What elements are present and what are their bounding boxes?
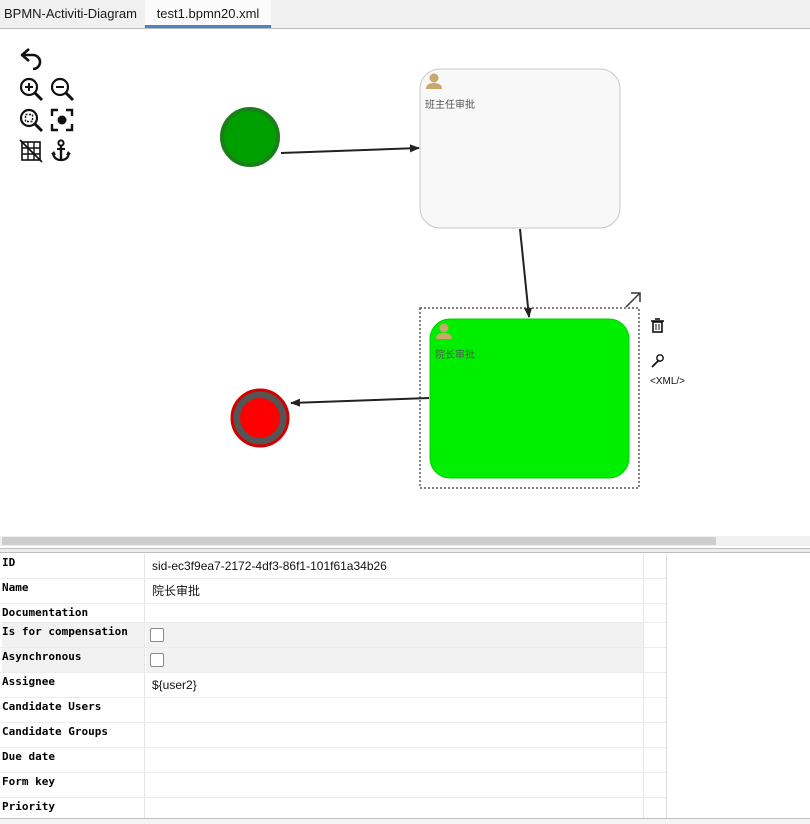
- property-key-candidate-users: Candidate Users: [2, 698, 145, 722]
- scrollbar-thumb[interactable]: [2, 537, 716, 545]
- property-row: Documentation: [0, 604, 666, 623]
- sequence-flow-start-to-task1[interactable]: [280, 144, 420, 154]
- property-key-priority: Priority: [2, 798, 145, 820]
- tab-xml-file[interactable]: test1.bpmn20.xml: [145, 0, 271, 28]
- resize-icon[interactable]: [625, 292, 641, 308]
- user-task-2-label: 院长审批: [435, 348, 475, 361]
- property-value-due-date[interactable]: [146, 748, 644, 772]
- wrench-icon[interactable]: [651, 354, 664, 368]
- panel-splitter[interactable]: [0, 548, 810, 553]
- property-row: Priority: [0, 798, 666, 820]
- undo-icon[interactable]: [18, 45, 44, 71]
- bottom-border: [0, 818, 810, 824]
- tab-bpmn-diagram[interactable]: BPMN-Activiti-Diagram: [4, 6, 137, 21]
- asynchronous-checkbox[interactable]: [150, 653, 164, 667]
- end-event-inner: [240, 398, 280, 438]
- property-key-documentation: Documentation: [2, 604, 145, 622]
- property-row: Candidate Groups: [0, 723, 666, 748]
- tab-bar: BPMN-Activiti-Diagram test1.bpmn20.xml: [0, 0, 810, 29]
- property-value-documentation[interactable]: [146, 604, 644, 622]
- property-key-is-for-compensation: Is for compensation: [2, 623, 145, 647]
- property-value-assignee[interactable]: ${user2}: [146, 673, 644, 697]
- property-key-id: ID: [2, 554, 145, 578]
- sequence-flow-task1-to-task2[interactable]: [519, 228, 533, 318]
- compensation-checkbox[interactable]: [150, 628, 164, 642]
- selection-outline: [419, 307, 640, 489]
- property-row: Assignee ${user2}: [0, 673, 666, 698]
- user-task-1-user-icon: [426, 73, 442, 89]
- property-value-name[interactable]: 院长审批: [146, 579, 644, 603]
- diagram-canvas[interactable]: 班主任审批 院长审批 <XML/>: [0, 29, 810, 534]
- user-task-2-user-icon: [436, 323, 452, 339]
- grid-icon[interactable]: [18, 138, 44, 164]
- user-task-1-label: 班主任审批: [425, 98, 475, 111]
- sequence-flow-task2-to-end[interactable]: [290, 397, 430, 407]
- zoom-reset-icon[interactable]: [18, 107, 44, 133]
- property-key-candidate-groups: Candidate Groups: [2, 723, 145, 747]
- property-row: ID sid-ec3f9ea7-2172-4df3-86f1-101f61a34…: [0, 554, 666, 579]
- zoom-out-icon[interactable]: [49, 76, 75, 102]
- bpmn-diagram: 班主任审批 院长审批: [220, 68, 664, 489]
- property-key-asynchronous: Asynchronous: [2, 648, 145, 672]
- anchor-icon[interactable]: [49, 138, 75, 164]
- property-value-id[interactable]: sid-ec3f9ea7-2172-4df3-86f1-101f61a34b26: [146, 554, 644, 578]
- property-key-assignee: Assignee: [2, 673, 145, 697]
- horizontal-scrollbar[interactable]: [0, 534, 810, 548]
- start-event[interactable]: [220, 107, 280, 167]
- zoom-in-icon[interactable]: [18, 76, 44, 102]
- property-row: Name 院长审批: [0, 579, 666, 604]
- property-key-due-date: Due date: [2, 748, 145, 772]
- property-value-candidate-groups[interactable]: [146, 723, 644, 747]
- fit-icon[interactable]: [49, 107, 75, 133]
- property-row: Candidate Users: [0, 698, 666, 723]
- user-task-2[interactable]: [429, 318, 630, 479]
- property-row: Asynchronous: [0, 648, 666, 673]
- property-value-asynchronous: [146, 648, 644, 672]
- property-value-priority[interactable]: [146, 798, 644, 820]
- properties-panel: ID sid-ec3f9ea7-2172-4df3-86f1-101f61a34…: [0, 554, 667, 820]
- user-task-1[interactable]: [419, 68, 621, 229]
- delete-icon[interactable]: [651, 318, 664, 333]
- property-row: Due date: [0, 748, 666, 773]
- property-row: Form key: [0, 773, 666, 798]
- property-value-is-for-compensation: [146, 623, 644, 647]
- property-key-name: Name: [2, 579, 145, 603]
- property-value-form-key[interactable]: [146, 773, 644, 797]
- xml-link[interactable]: <XML/>: [650, 376, 686, 387]
- property-key-form-key: Form key: [2, 773, 145, 797]
- property-value-candidate-users[interactable]: [146, 698, 644, 722]
- property-row: Is for compensation: [0, 623, 666, 648]
